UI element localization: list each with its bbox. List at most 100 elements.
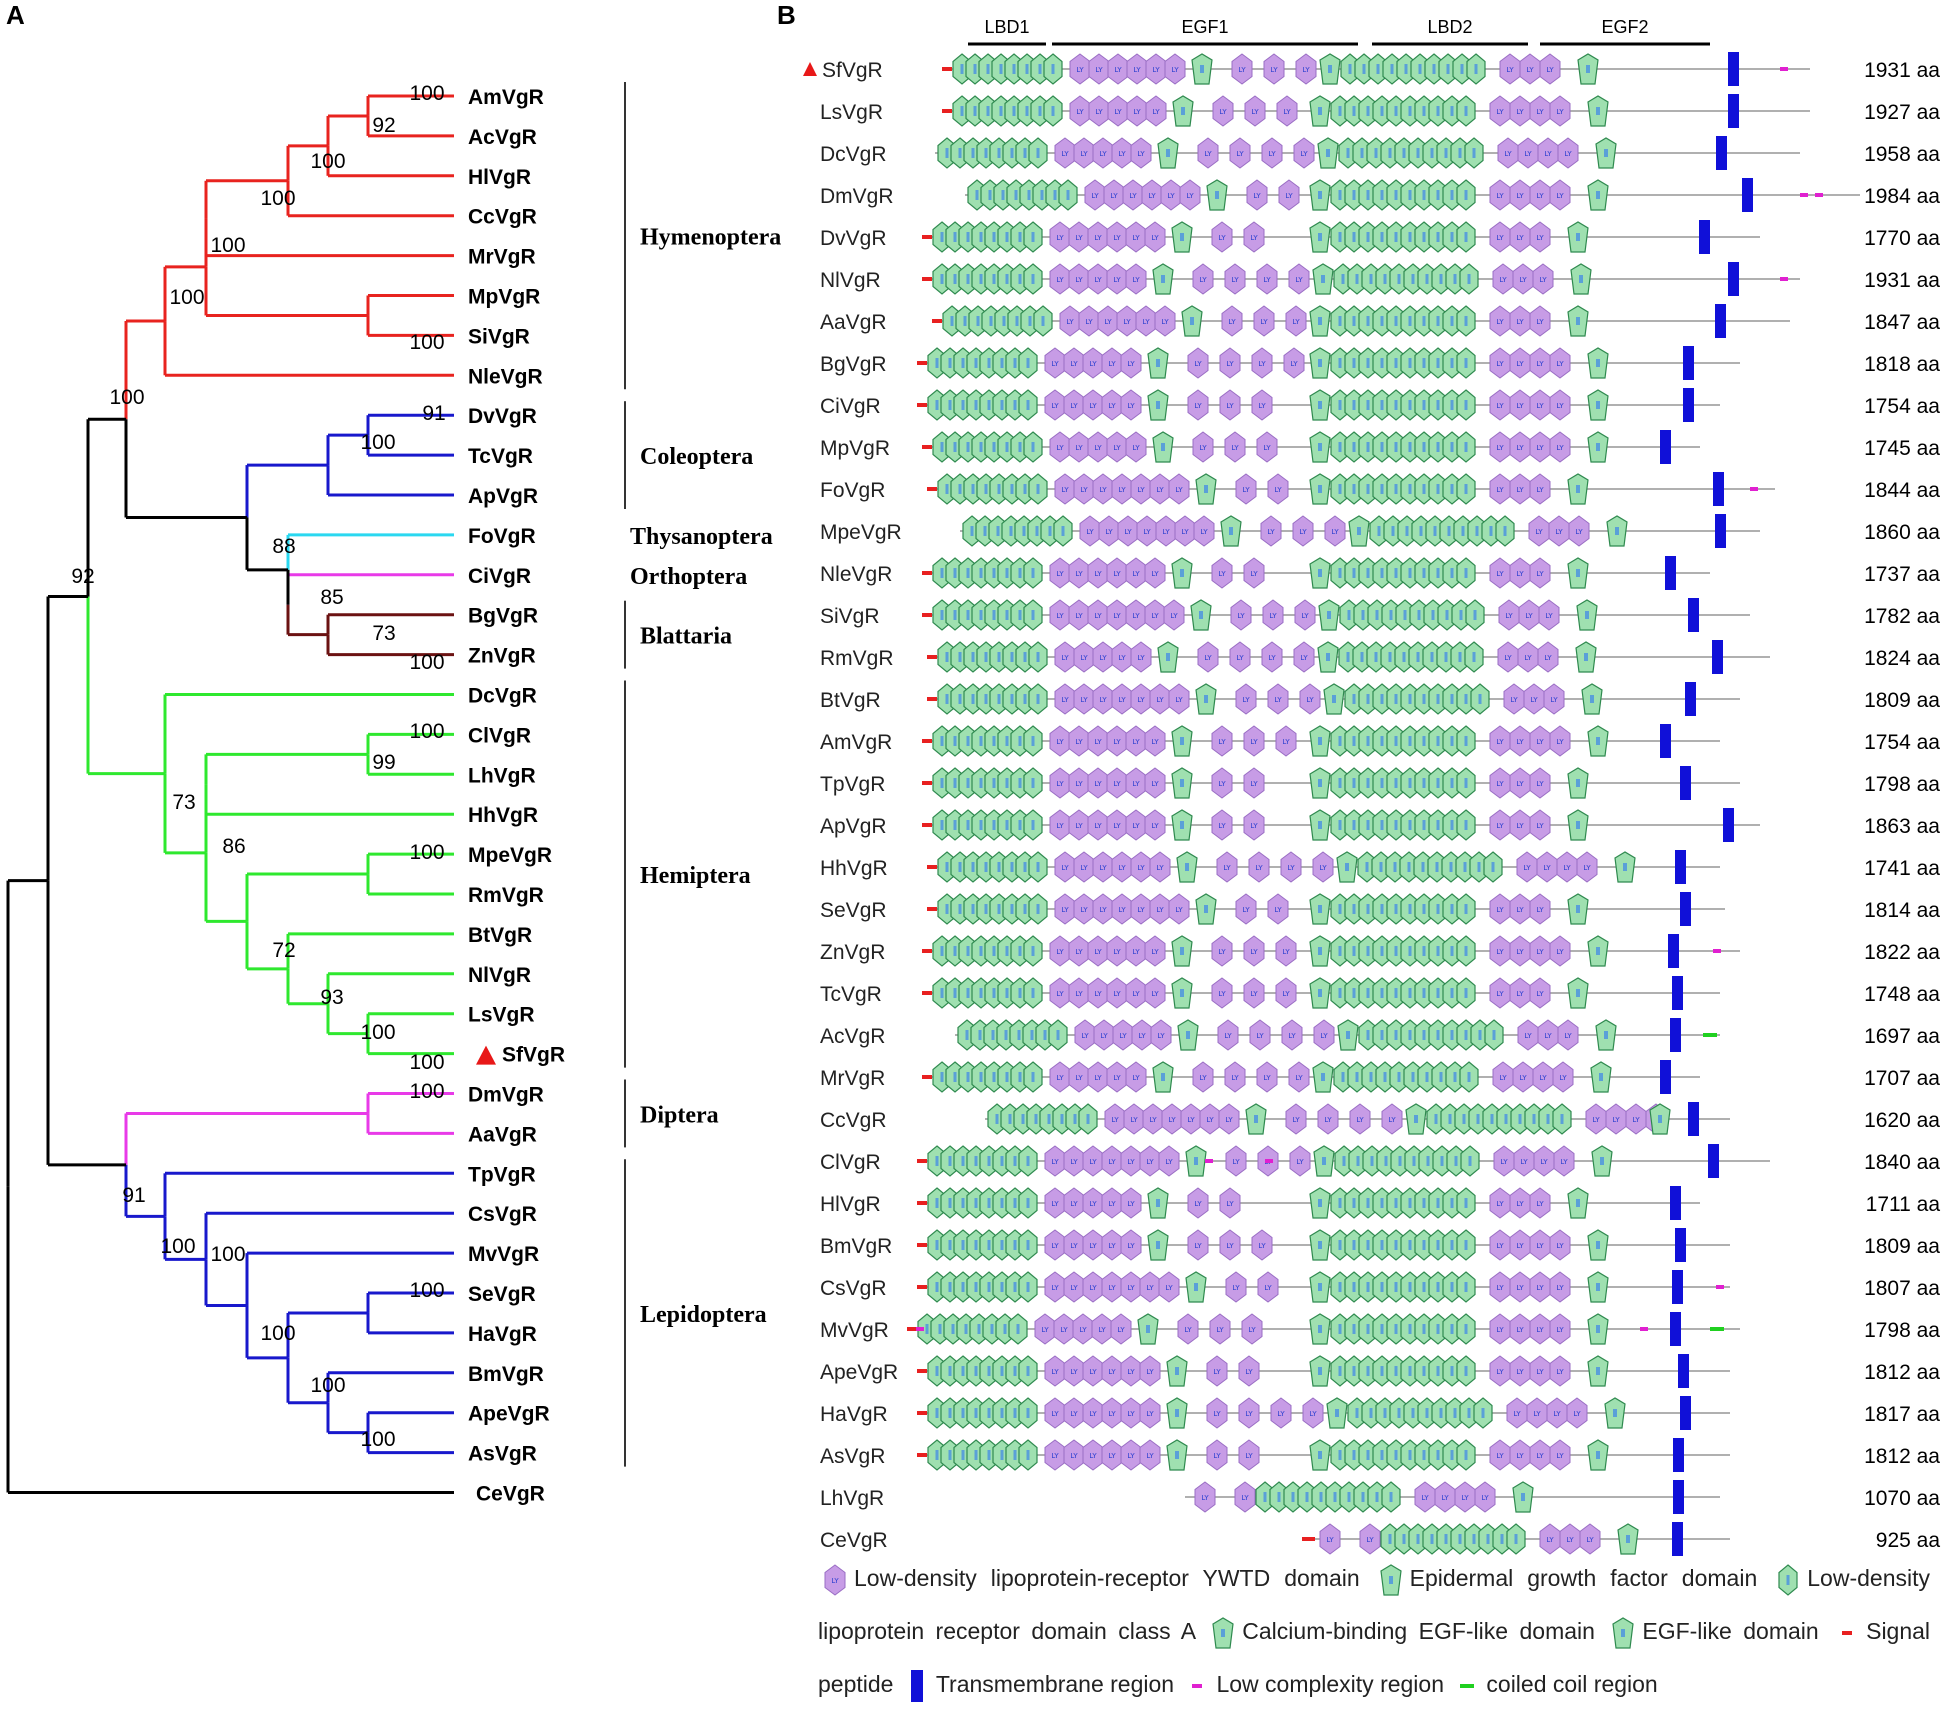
protein-length: 1737 aa: [1864, 563, 1940, 586]
domain-glyph-label: LY: [1516, 990, 1524, 998]
domain-glyph-mark: [979, 274, 983, 284]
domain-glyph-label: LY: [1113, 822, 1121, 830]
domain-glyph-mark: [1576, 821, 1580, 829]
transmembrane-icon: [910, 1669, 923, 1702]
domain-glyph-mark: [1450, 820, 1454, 830]
domain-glyph-mark: [997, 904, 1001, 914]
domain-glyph-mark: [996, 526, 1000, 536]
protein-length: 1798 aa: [1864, 1319, 1940, 1342]
domain-glyph-mark: [1352, 946, 1356, 956]
domain-glyph-label: LY: [1099, 864, 1107, 872]
domain-glyph-mark: [1464, 1450, 1468, 1460]
domain-glyph-label: LY: [1232, 1284, 1240, 1292]
domain-glyph-label: LY: [1099, 150, 1107, 158]
domain-glyph: [1248, 851, 1270, 883]
domain-glyph-label: LY: [1132, 1074, 1140, 1082]
domain-glyph-mark: [1596, 947, 1600, 955]
domain-glyph-label: LY: [1056, 822, 1064, 830]
domain-glyph: [1549, 95, 1571, 127]
domain-glyph-label: LY: [1167, 192, 1175, 200]
domain-glyph-mark: [1004, 1030, 1008, 1040]
domain-glyph-label: LY: [1566, 1536, 1574, 1544]
domain-glyph-label: LY: [1231, 276, 1239, 284]
domain-glyph-label: LY: [1168, 1116, 1176, 1124]
domain-glyph-label: LY: [1441, 1494, 1449, 1502]
domain-glyph-mark: [1422, 316, 1426, 326]
bootstrap-value: 93: [320, 986, 343, 1009]
domain-glyph-mark: [1038, 106, 1042, 116]
domain-glyph-mark: [1384, 1156, 1388, 1166]
domain-glyph-mark: [1318, 989, 1322, 997]
domain-glyph-mark: [1394, 1198, 1398, 1208]
domain-glyph-mark: [1486, 1534, 1490, 1544]
domain-glyph-mark: [1463, 862, 1467, 872]
domain-glyph-label: LY: [1258, 1242, 1266, 1250]
domain-glyph-mark: [1018, 778, 1022, 788]
tree-leaf-label: SeVgR: [468, 1283, 536, 1306]
domain-glyph-mark: [1380, 400, 1384, 410]
domain-glyph-label: LY: [1556, 1326, 1564, 1334]
domain-glyph-label: LY: [1105, 528, 1113, 536]
domain-glyph-label: LY: [1080, 486, 1088, 494]
tree-leaf-label: ApeVgR: [468, 1403, 550, 1426]
domain-glyph-mark: [1586, 65, 1590, 73]
domain-glyph-mark: [948, 1282, 952, 1292]
domain-glyph-mark: [1005, 988, 1009, 998]
domain-glyph-mark: [966, 274, 970, 284]
domain-glyph-label: LY: [1132, 948, 1140, 956]
domain-glyph-label: LY: [1089, 360, 1097, 368]
domain-glyph-label: LY: [1245, 1452, 1253, 1460]
domain-glyph-mark: [987, 400, 991, 410]
domain-glyph-mark: [958, 484, 962, 494]
domain-glyph-mark: [1460, 64, 1464, 74]
domain-glyph-mark: [935, 1366, 939, 1376]
bootstrap-value: 100: [409, 720, 444, 743]
domain-glyph-mark: [1318, 1451, 1322, 1459]
domain-glyph-mark: [1347, 1492, 1351, 1502]
domain-glyph-mark: [997, 652, 1001, 662]
protein-name: NlVgR: [820, 269, 881, 292]
domain-glyph-mark: [992, 274, 996, 284]
domain-glyph: [1209, 1313, 1231, 1345]
domain-glyph-mark: [948, 1450, 952, 1460]
domain-glyph-mark: [1464, 232, 1468, 242]
domain-glyph-mark: [1590, 695, 1594, 703]
domain-glyph-mark: [1458, 652, 1462, 662]
domain-glyph-mark: [1433, 526, 1437, 536]
domain-glyph-label: LY: [1496, 738, 1504, 746]
order-label: Thysanoptera: [630, 524, 773, 550]
domain-glyph-mark: [1422, 1366, 1426, 1376]
domain-glyph-mark: [1453, 1408, 1457, 1418]
domain-glyph-label: LY: [1094, 612, 1102, 620]
domain-glyph: [1293, 137, 1315, 169]
domain-glyph-mark: [1422, 946, 1426, 956]
bootstrap-value: 100: [169, 286, 204, 309]
domain-glyph-mark: [1000, 400, 1004, 410]
domain-glyph-mark: [1425, 274, 1429, 284]
domain-glyph-mark: [1398, 1156, 1402, 1166]
domain-glyph-mark: [1453, 1072, 1457, 1082]
domain-glyph-label: LY: [1516, 738, 1524, 746]
domain-glyph-mark: [1464, 190, 1468, 200]
domain-glyph-mark: [1467, 274, 1471, 284]
domain-glyph-label: LY: [1263, 444, 1271, 452]
domain-glyph-mark: [1374, 652, 1378, 662]
domain-glyph-mark: [1596, 107, 1600, 115]
transmembrane-region-icon: [1668, 934, 1679, 968]
domain-glyph-mark: [1204, 485, 1208, 493]
domain-glyph-mark: [935, 1282, 939, 1292]
domain-glyph-mark: [1352, 1450, 1356, 1460]
transmembrane-region-icon: [1660, 1060, 1671, 1094]
domain-glyph-mark: [1464, 1240, 1468, 1250]
domain-glyph-label: LY: [1137, 864, 1145, 872]
domain-glyph-label: LY: [1285, 192, 1293, 200]
domain-glyph-mark: [1322, 1157, 1326, 1165]
transmembrane-region-icon: [1670, 1312, 1681, 1346]
domain-glyph-mark: [1407, 862, 1411, 872]
domain-glyph-label: LY: [1461, 1494, 1469, 1502]
domain-glyph-label: LY: [1108, 1200, 1116, 1208]
transmembrane-region-icon: [1716, 136, 1727, 170]
domain-glyph-mark: [1621, 1628, 1626, 1637]
